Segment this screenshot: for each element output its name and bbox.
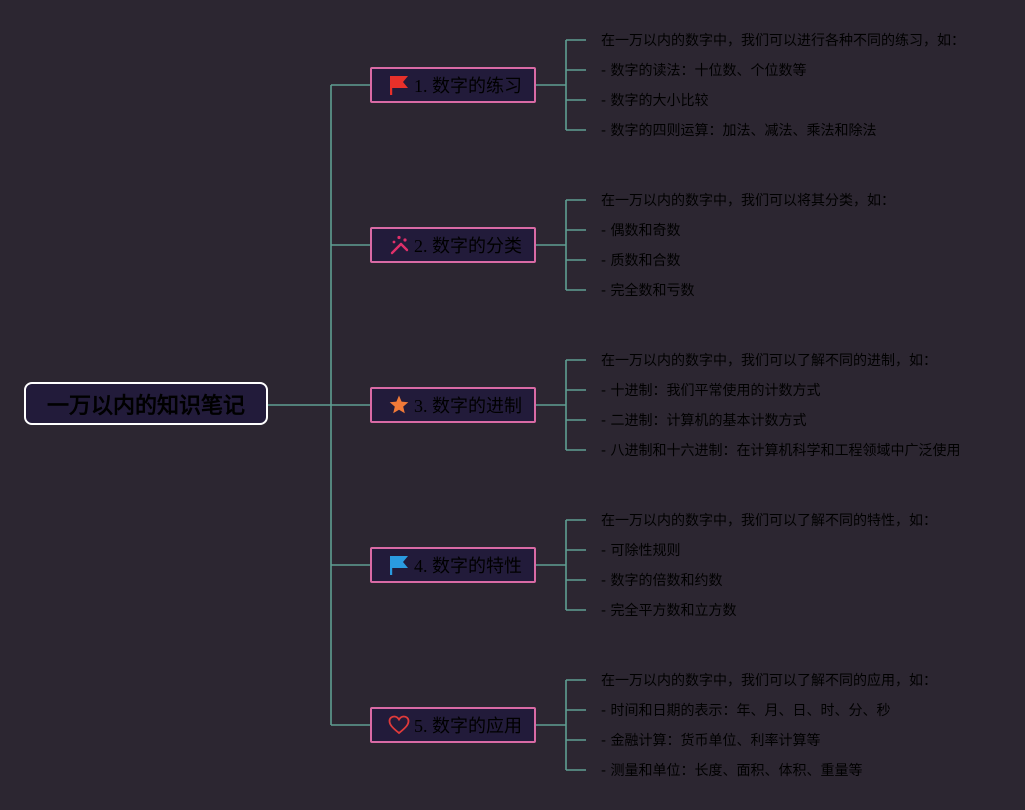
magic-wand-icon bbox=[388, 234, 410, 256]
leaf-note[interactable]: 在一万以内的数字中，我们可以了解不同的应用，如： bbox=[601, 673, 937, 689]
branch-label: 1. 数字的练习 bbox=[414, 76, 522, 96]
branch-label: 2. 数字的分类 bbox=[414, 236, 522, 256]
leaf-note[interactable]: - 质数和合数 bbox=[601, 253, 681, 269]
leaf-note[interactable]: - 数字的四则运算：加法、减法、乘法和除法 bbox=[601, 123, 877, 139]
leaf-note[interactable]: - 金融计算：货币单位、利率计算等 bbox=[601, 733, 821, 749]
root-title: 一万以内的知识笔记 bbox=[46, 393, 245, 419]
blue-flag-icon bbox=[388, 554, 410, 576]
leaf-note[interactable]: - 十进制：我们平常使用的计数方式 bbox=[601, 383, 821, 399]
leaf-note[interactable]: - 可除性规则 bbox=[601, 543, 681, 559]
red-flag-icon bbox=[388, 74, 410, 96]
branch-label: 5. 数字的应用 bbox=[414, 716, 522, 736]
leaf-note[interactable]: - 完全数和亏数 bbox=[601, 283, 695, 299]
star-icon bbox=[388, 394, 410, 416]
leaf-note[interactable]: 在一万以内的数字中，我们可以了解不同的特性，如： bbox=[601, 513, 937, 529]
leaf-note[interactable]: 在一万以内的数字中，我们可以将其分类，如： bbox=[601, 193, 895, 209]
branch-label: 3. 数字的进制 bbox=[414, 396, 522, 416]
branch-topic-applications[interactable]: 5. 数字的应用 bbox=[370, 707, 536, 743]
branch-topic-number-bases[interactable]: 3. 数字的进制 bbox=[370, 387, 536, 423]
branch-topic-properties[interactable]: 4. 数字的特性 bbox=[370, 547, 536, 583]
leaf-note[interactable]: - 二进制：计算机的基本计数方式 bbox=[601, 413, 807, 429]
leaf-note[interactable]: - 测量和单位：长度、面积、体积、重量等 bbox=[601, 763, 863, 779]
leaf-note[interactable]: - 完全平方数和立方数 bbox=[601, 603, 737, 619]
leaf-note[interactable]: 在一万以内的数字中，我们可以进行各种不同的练习，如： bbox=[601, 33, 965, 49]
root-topic[interactable]: 一万以内的知识笔记 bbox=[24, 382, 268, 425]
leaf-note[interactable]: - 时间和日期的表示：年、月、日、时、分、秒 bbox=[601, 703, 891, 719]
leaf-note[interactable]: - 八进制和十六进制：在计算机科学和工程领域中广泛使用 bbox=[601, 443, 961, 459]
leaf-note[interactable]: - 数字的大小比较 bbox=[601, 93, 709, 109]
heart-icon bbox=[388, 714, 410, 736]
branch-label: 4. 数字的特性 bbox=[414, 556, 522, 576]
branch-topic-practice[interactable]: 1. 数字的练习 bbox=[370, 67, 536, 103]
leaf-note[interactable]: - 数字的读法：十位数、个位数等 bbox=[601, 63, 807, 79]
leaf-note[interactable]: - 偶数和奇数 bbox=[601, 223, 681, 239]
branch-topic-classification[interactable]: 2. 数字的分类 bbox=[370, 227, 536, 263]
leaf-note[interactable]: - 数字的倍数和约数 bbox=[601, 573, 723, 589]
leaf-note[interactable]: 在一万以内的数字中，我们可以了解不同的进制，如： bbox=[601, 353, 937, 369]
